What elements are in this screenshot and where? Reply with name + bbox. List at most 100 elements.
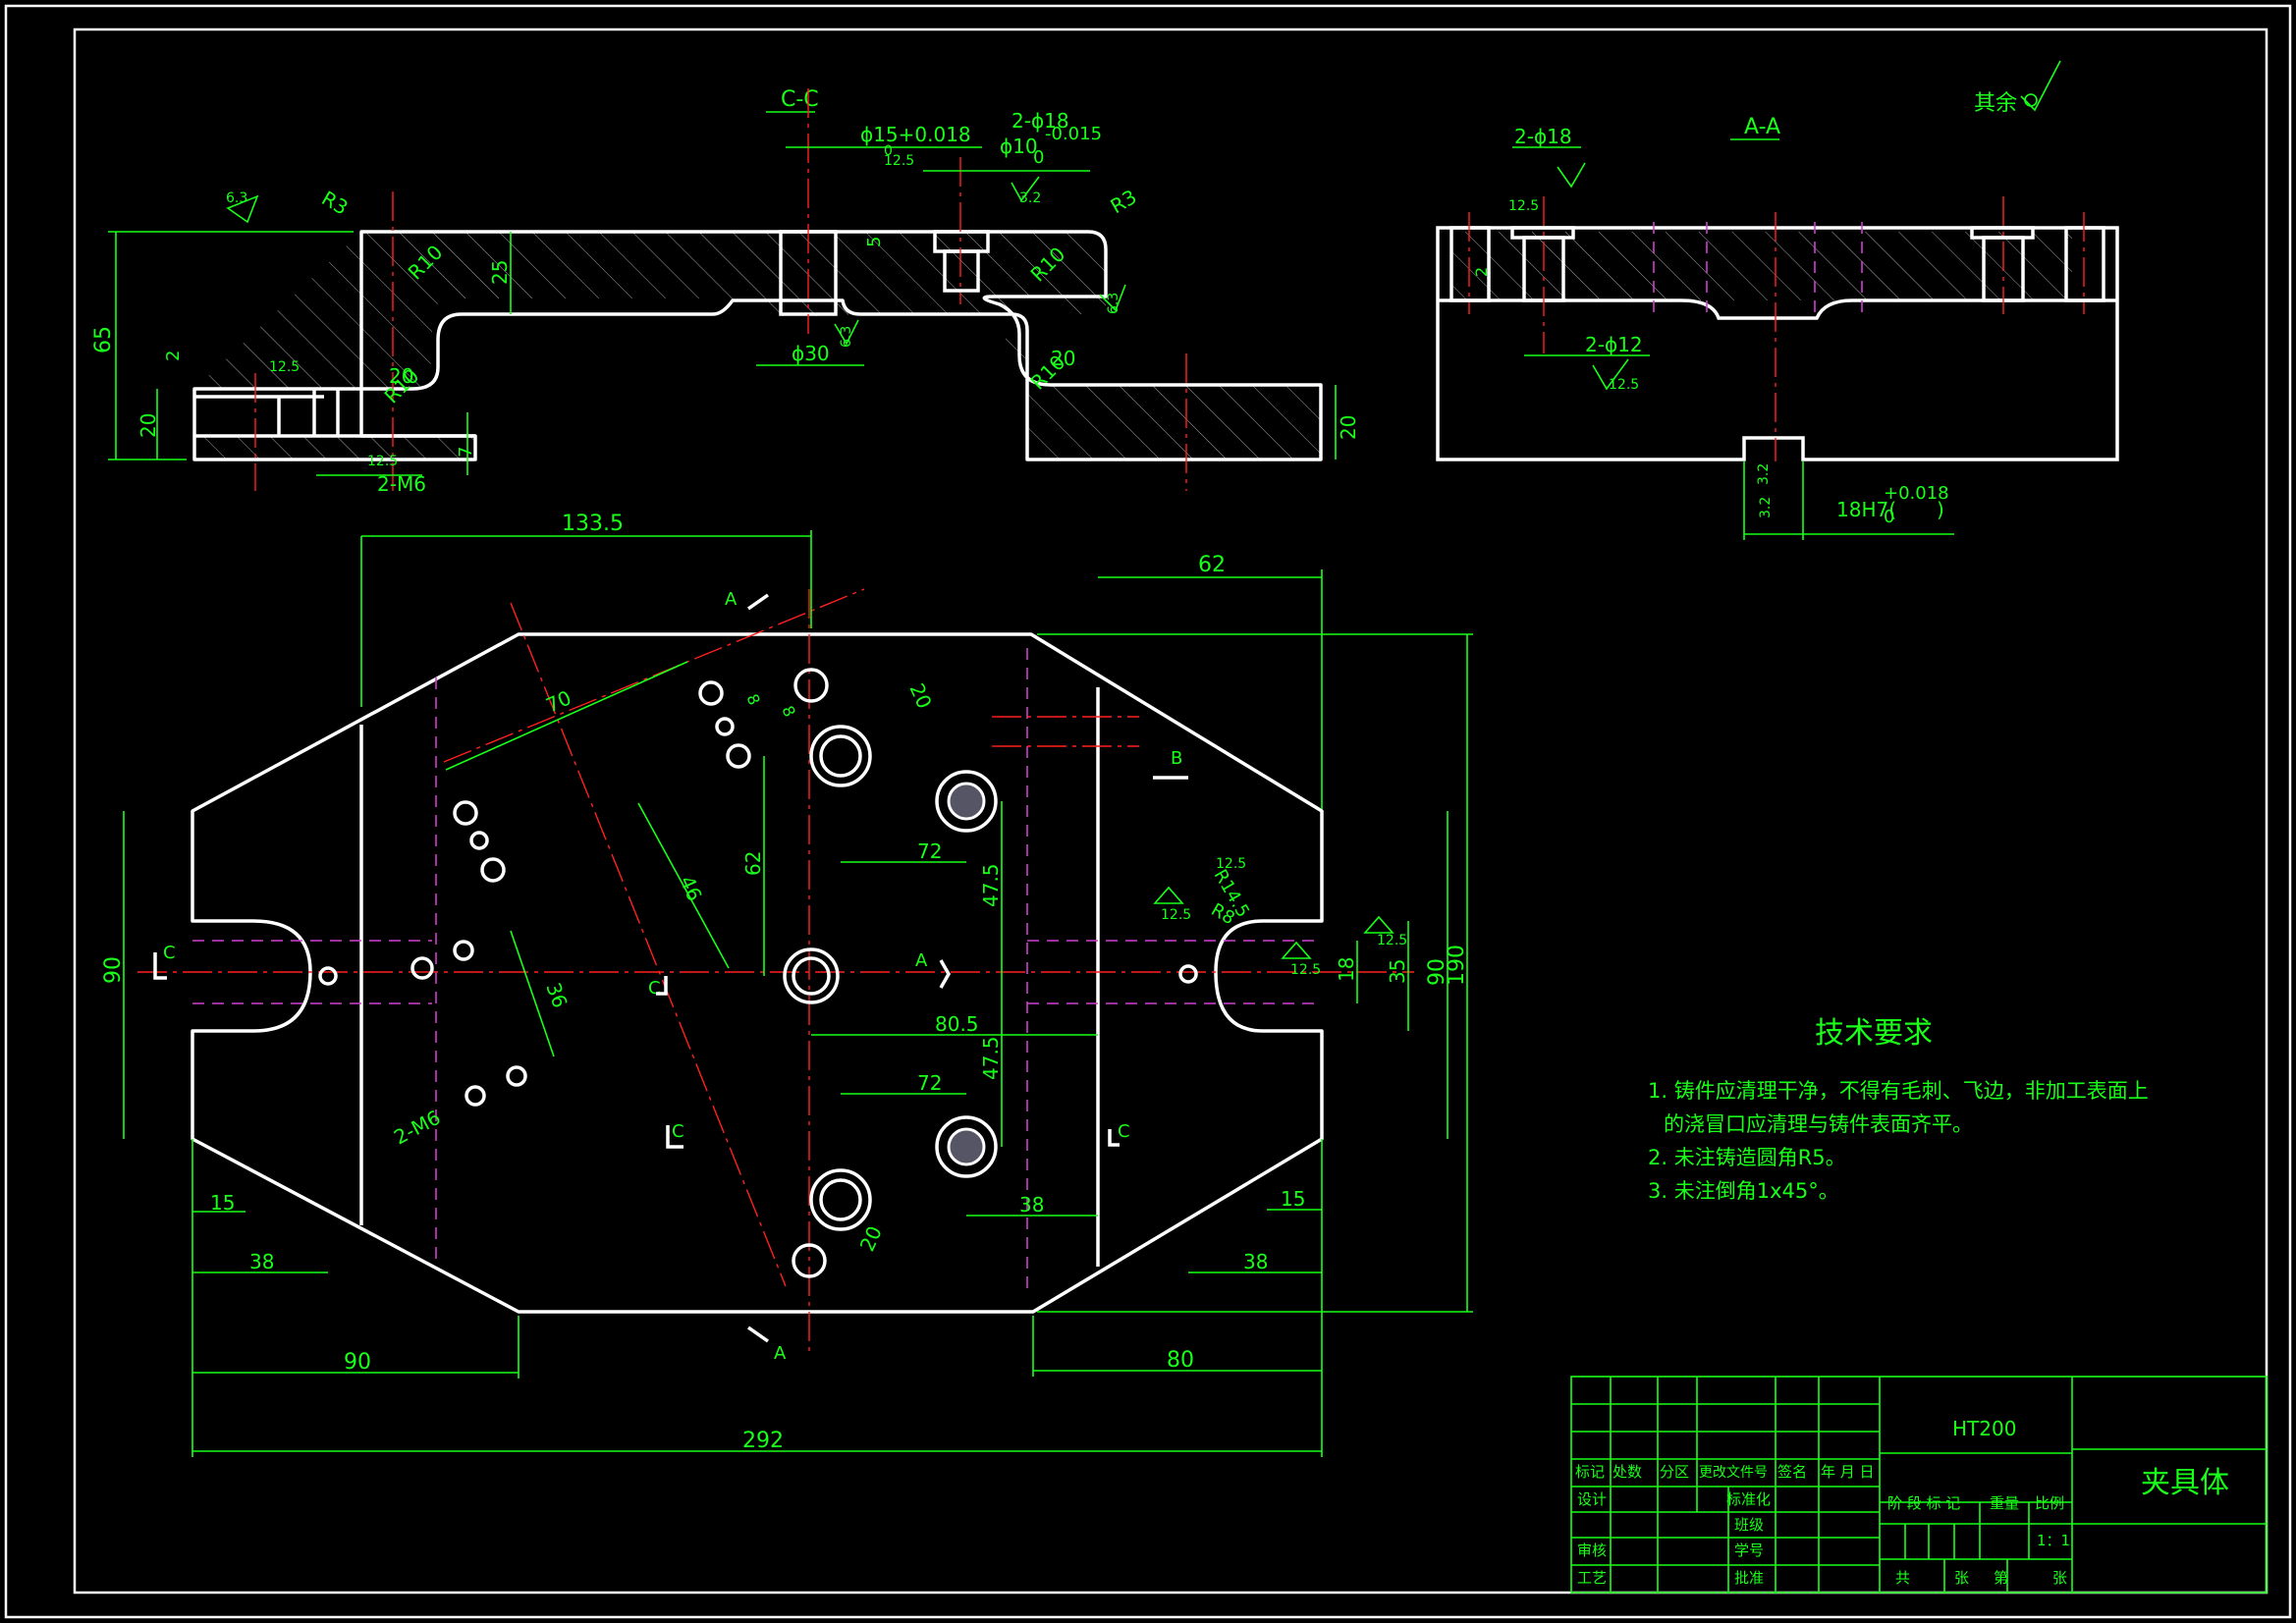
dim-d15-zero: 0 [884,143,893,159]
aa-ra-12.5-a: 12.5 [1508,198,1539,214]
dim-46: 46 [675,872,706,904]
dim-38-right: 38 [1243,1250,1268,1273]
aa-dim-2-d12: 2-ϕ12 [1585,333,1643,356]
aa-fit-zero: 0 [1884,507,1894,527]
dim-7: 7 [456,447,476,458]
header-mark: 标记 [1575,1463,1605,1481]
aa-fit-18h7: 18H7( [1836,498,1896,521]
tech-req-item: 1. 铸件应清理干净，不得有毛刺、飞边，非加工表面上 [1648,1079,2149,1103]
dim-15-right: 15 [1281,1187,1305,1211]
plan-ra-12.5-d: 12.5 [1216,856,1246,872]
sheet-total: 共 [1895,1569,1910,1587]
cut-a-mid: A [915,950,928,971]
dim-w20-a: 20 [389,364,413,388]
cut-c-mid: C [648,978,661,999]
dim-d15: ϕ15+0.018 [860,123,971,146]
scale-header: 比例 [2035,1494,2064,1512]
cut-a-bottom: A [774,1343,787,1364]
dim-18: 18 [1335,957,1358,982]
section-aa-view: A-A 2-ϕ18 12.5 2 2-ϕ12 12.5 18H7( +0. [1436,115,2119,540]
sheet-label: 张 [1954,1569,1969,1587]
outer-border [4,4,2292,1619]
row-class: 班级 [1734,1516,1764,1534]
dim-72-b: 72 [917,1071,942,1095]
row-approve: 批准 [1734,1569,1764,1587]
aa-fit-tol: +0.018 [1884,483,1949,504]
row-review: 审核 [1577,1542,1607,1559]
dim-190: 190 [1445,945,1469,986]
dim-25: 25 [488,260,512,285]
dim-90-bottom: 90 [344,1350,371,1375]
dim-w20-b: 20 [1051,347,1075,370]
dim-72-a: 72 [917,839,942,863]
header-zone: 分区 [1660,1463,1689,1481]
aa-ra-3.2-a: 3.2 [1756,463,1772,485]
row-design: 设计 [1577,1490,1607,1508]
section-cc-label: C-C [781,87,819,112]
inner-border [73,27,2269,1595]
material: HT200 [1952,1417,2016,1440]
aa-ra-12.5-b: 12.5 [1609,377,1639,393]
dim-133.5: 133.5 [562,512,624,536]
dim-15-left: 15 [210,1191,235,1215]
dim-38-center: 38 [1019,1193,1044,1217]
tech-req-item: 的浇冒口应清理与铸件表面齐平。 [1664,1112,1973,1136]
part-name: 夹具体 [2141,1466,2229,1500]
dim-r3-right: R3 [1107,185,1141,218]
plan-ra-12.5-a: 12.5 [1161,907,1191,923]
sheet-label-2: 张 [2052,1569,2067,1587]
row-standard: 标准化 [1726,1490,1771,1508]
dim-8-a: 8 [742,691,764,708]
header-date: 年 月 日 [1821,1463,1875,1481]
tech-req-title: 技术要求 [1815,1016,1933,1051]
dim-d10-tol: -0.015 [1045,124,1102,144]
ra-3.2: 3.2 [1019,190,1041,206]
cut-c-left: C [163,943,176,963]
dim-35: 35 [1386,959,1409,984]
row-student-no: 学号 [1734,1542,1764,1559]
dim-d10-zero: 0 [1033,147,1044,168]
dim-47.5-a: 47.5 [979,863,1003,907]
technical-requirements: 技术要求 1. 铸件应清理干净，不得有毛刺、飞边，非加工表面上 的浇冒口应清理与… [1648,1016,2149,1203]
dim-47.5-b: 47.5 [979,1036,1003,1080]
dim-62-top: 62 [1198,553,1226,577]
ra-12.5-b: 12.5 [367,454,398,469]
cut-c-bottom: C [672,1121,684,1142]
dim-70: 70 [542,685,574,717]
ra-6.3-b: 6.3 [1106,293,1121,314]
dim-5: 5 [864,237,885,247]
header-doc: 更改文件号 [1699,1465,1768,1481]
plan-view: 133.5 62 70 46 20 20 8 8 62 72 72 47.5 4… [101,512,1473,1457]
dim-62-v: 62 [741,851,765,876]
scale-value: 1：1 [2037,1532,2070,1549]
dim-20-left: 20 [137,413,160,438]
sheet-page: 第 [1994,1569,2008,1587]
aa-fit-close: ) [1937,498,1944,521]
dim-plan-2-m6: 2-M6 [390,1106,444,1150]
ra-12.5-c: 12.5 [884,153,914,169]
plan-ra-12.5-b: 12.5 [1377,933,1407,948]
cut-a-top: A [725,589,738,610]
dim-8-b: 8 [778,703,799,720]
dim-90-left: 90 [101,956,126,984]
other-surfaces-note: 其余 [1974,91,2017,116]
surface-note: 其余 [1974,60,2061,116]
stage-mark: 阶 段 标 记 [1887,1494,1960,1512]
header-sign: 签名 [1777,1463,1807,1481]
ra-6.3-a: 6.3 [226,190,247,206]
section-aa-label: A-A [1744,115,1780,139]
plan-ra-12.5-c: 12.5 [1290,962,1321,978]
tech-req-item: 2. 未注铸造圆角R5。 [1648,1146,1846,1169]
row-process: 工艺 [1577,1569,1607,1587]
dim-d10: ϕ10 [1000,135,1038,158]
header-count: 处数 [1613,1463,1642,1481]
dim-38-left: 38 [249,1250,274,1273]
aa-dim-2: 2 [1472,267,1491,277]
cut-b: B [1171,748,1182,769]
dim-r3-left: R3 [318,187,353,220]
dim-d30: ϕ30 [792,342,830,365]
dim-20-b: 20 [855,1222,887,1255]
dim-65: 65 [91,326,116,353]
aa-dim-2-d18: 2-ϕ18 [1514,125,1572,148]
